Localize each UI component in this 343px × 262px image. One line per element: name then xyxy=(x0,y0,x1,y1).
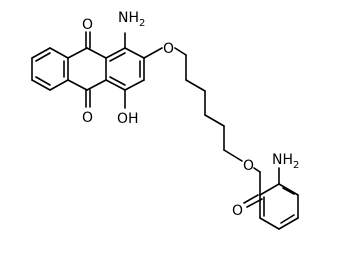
quinone-ring xyxy=(67,31,107,108)
bond xyxy=(278,183,299,196)
bond xyxy=(105,47,126,59)
atom-label: O xyxy=(163,41,174,57)
bond xyxy=(223,149,243,162)
bond xyxy=(124,47,145,59)
atom-label: NH2 xyxy=(118,10,145,29)
atom-label: O xyxy=(243,158,254,174)
bond xyxy=(67,79,88,91)
ester-group xyxy=(243,167,263,208)
bond xyxy=(109,76,126,86)
bond xyxy=(185,79,206,92)
bond xyxy=(86,79,107,91)
bond xyxy=(259,217,280,230)
bond xyxy=(282,187,295,195)
bond xyxy=(49,79,69,91)
atom-label: O xyxy=(232,203,243,219)
bond xyxy=(35,52,51,62)
bond xyxy=(67,47,88,59)
bond xyxy=(31,47,51,59)
right-ring xyxy=(105,47,145,91)
bond xyxy=(105,79,126,91)
bond xyxy=(280,214,295,224)
atom-label: NH2 xyxy=(272,152,299,171)
bond xyxy=(259,183,280,196)
atom-labels: O O NH2 O OH O O NH2 xyxy=(82,10,299,219)
bond xyxy=(174,47,187,56)
aminobenzene-ring xyxy=(259,167,299,230)
bond xyxy=(204,114,225,127)
bond xyxy=(278,217,299,230)
bond xyxy=(109,52,126,62)
hexyl-chain xyxy=(174,47,243,162)
bond xyxy=(86,47,107,59)
bond xyxy=(35,76,51,86)
atom-label: O xyxy=(82,17,93,33)
bond xyxy=(124,79,145,91)
left-ring xyxy=(31,47,69,91)
atom-label: OH xyxy=(117,111,139,127)
bond xyxy=(49,47,69,59)
bond xyxy=(31,79,51,91)
bond xyxy=(243,194,259,204)
bond xyxy=(143,47,163,59)
atom-label: O xyxy=(82,110,93,126)
bond xyxy=(253,167,261,173)
